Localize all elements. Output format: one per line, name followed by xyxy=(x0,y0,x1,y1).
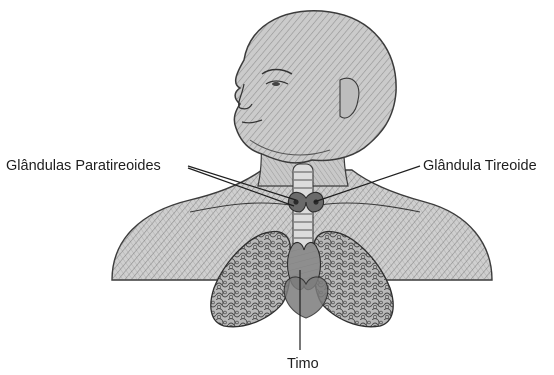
label-paratireoides: Glândulas Paratireoides xyxy=(6,159,161,174)
label-tireoide: Glândula Tireoide xyxy=(423,159,537,174)
heart xyxy=(284,277,328,318)
label-timo: Timo xyxy=(287,357,319,372)
head xyxy=(234,11,396,163)
parathyroid-gland xyxy=(293,199,298,204)
